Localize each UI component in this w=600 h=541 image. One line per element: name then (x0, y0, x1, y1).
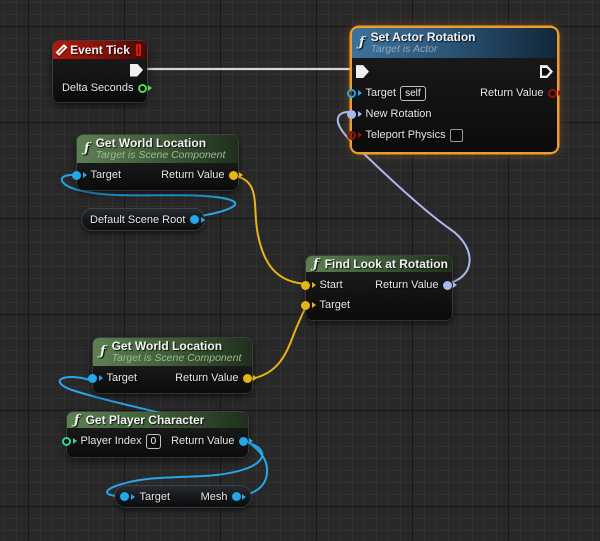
pin-label-mesh: Mesh (200, 490, 228, 503)
return-value-pin[interactable] (228, 170, 243, 180)
node-header[interactable]: ƒ Get World Location Target is Scene Com… (93, 338, 252, 366)
player-index-value-box[interactable]: 0 (145, 433, 162, 449)
node-subtitle: Target is Scene Component (111, 351, 242, 364)
pin-label-target: Target (90, 169, 122, 182)
pin-label-target: Target (106, 372, 138, 385)
new-rotation-pin[interactable] (347, 109, 362, 119)
node-title: Event Tick (70, 43, 130, 57)
target-pin[interactable] (72, 170, 87, 180)
pin-label-return-value: Return Value (375, 279, 439, 291)
player-index-pin[interactable] (62, 436, 77, 446)
wire-gwl2-to-findlook-target[interactable] (243, 303, 311, 381)
function-icon: ƒ (84, 141, 90, 157)
teleport-physics-pin[interactable] (347, 130, 362, 140)
node-mesh-getter[interactable]: Target Mesh (115, 486, 251, 507)
return-value-pin[interactable] (238, 436, 253, 446)
delta-seconds-pin[interactable] (137, 83, 152, 93)
wire-mesh-to-gwl2-target[interactable] (58, 376, 269, 498)
pin-label-target: Target (319, 299, 351, 311)
pin-label-target: Target (365, 87, 397, 100)
node-header[interactable]: ƒ Get World Location Target is Scene Com… (77, 135, 238, 163)
return-value-pin[interactable] (242, 373, 257, 383)
node-find-look-at-rotation[interactable]: ƒ Find Look at Rotation Start Return Val… (301, 256, 457, 320)
mesh-output-pin[interactable] (231, 492, 246, 501)
node-subtitle: Target is Actor (370, 42, 438, 55)
pin-label-return-value: Return Value (480, 87, 544, 100)
start-pin[interactable] (301, 280, 316, 290)
exec-out-pin[interactable] (130, 63, 143, 77)
exec-out-pin[interactable] (540, 65, 553, 79)
node-set-actor-rotation[interactable]: ƒ Set Actor Rotation Target is Actor Tar… (347, 28, 562, 152)
node-header[interactable]: ƒ Find Look at Rotation (306, 256, 452, 272)
pin-label-player-index: Player Index (80, 435, 142, 447)
node-header[interactable]: ƒ Get Player Character (67, 412, 248, 428)
function-icon: ƒ (313, 256, 319, 272)
mesh-target-pin[interactable] (120, 492, 135, 501)
wire-findlook-to-newrotation[interactable] (336, 110, 471, 285)
scene-root-output-pin[interactable] (190, 215, 205, 224)
pin-label-new-rotation: New Rotation (365, 108, 432, 121)
event-box-icon (135, 44, 141, 56)
node-title: Set Actor Rotation (370, 30, 476, 44)
teleport-physics-checkbox[interactable] (449, 128, 463, 142)
pin-label-return-value: Return Value (161, 169, 225, 182)
node-title: Get Player Character (85, 413, 205, 427)
function-icon: ƒ (359, 35, 365, 51)
target-value-box[interactable]: self (400, 85, 426, 101)
node-get-world-location-2[interactable]: ƒ Get World Location Target is Scene Com… (88, 338, 257, 393)
node-title: Find Look at Rotation (324, 257, 448, 271)
node-event-tick-header[interactable]: Event Tick (53, 41, 147, 59)
node-title: Get World Location (111, 339, 223, 353)
return-value-pin[interactable] (442, 280, 457, 290)
exec-in-pin[interactable] (356, 65, 369, 79)
node-event-tick[interactable]: Event Tick Delta Seconds (53, 41, 152, 102)
pin-label-return-value: Return Value (175, 372, 239, 385)
return-value-pin[interactable] (547, 88, 562, 98)
target-pin[interactable] (88, 373, 103, 383)
node-default-scene-root[interactable]: Default Scene Root (82, 209, 205, 230)
pin-label-return-value: Return Value (171, 435, 235, 447)
pin-label-target: Target (139, 490, 171, 503)
pin-label-teleport-physics: Teleport Physics (365, 129, 446, 142)
node-get-player-character[interactable]: ƒ Get Player Character Player Index 0 Re… (62, 412, 253, 457)
function-icon: ƒ (100, 344, 106, 360)
target-pin[interactable] (347, 88, 362, 98)
wire-scene-root-to-gwl1-target[interactable] (60, 173, 237, 220)
function-icon: ƒ (74, 412, 80, 428)
pin-label-start: Start (319, 279, 343, 291)
wire-gwl1-to-findlook-start[interactable] (233, 175, 311, 285)
target-pin[interactable] (301, 300, 316, 310)
node-title: Get World Location (95, 136, 207, 150)
variable-label: Default Scene Root (90, 213, 186, 226)
pin-label-delta-seconds: Delta Seconds (61, 82, 134, 94)
node-subtitle: Target is Scene Component (95, 148, 226, 161)
node-set-actor-rotation-header[interactable]: ƒ Set Actor Rotation Target is Actor (352, 28, 557, 58)
event-icon (55, 43, 68, 57)
node-get-world-location-1[interactable]: ƒ Get World Location Target is Scene Com… (72, 135, 243, 190)
